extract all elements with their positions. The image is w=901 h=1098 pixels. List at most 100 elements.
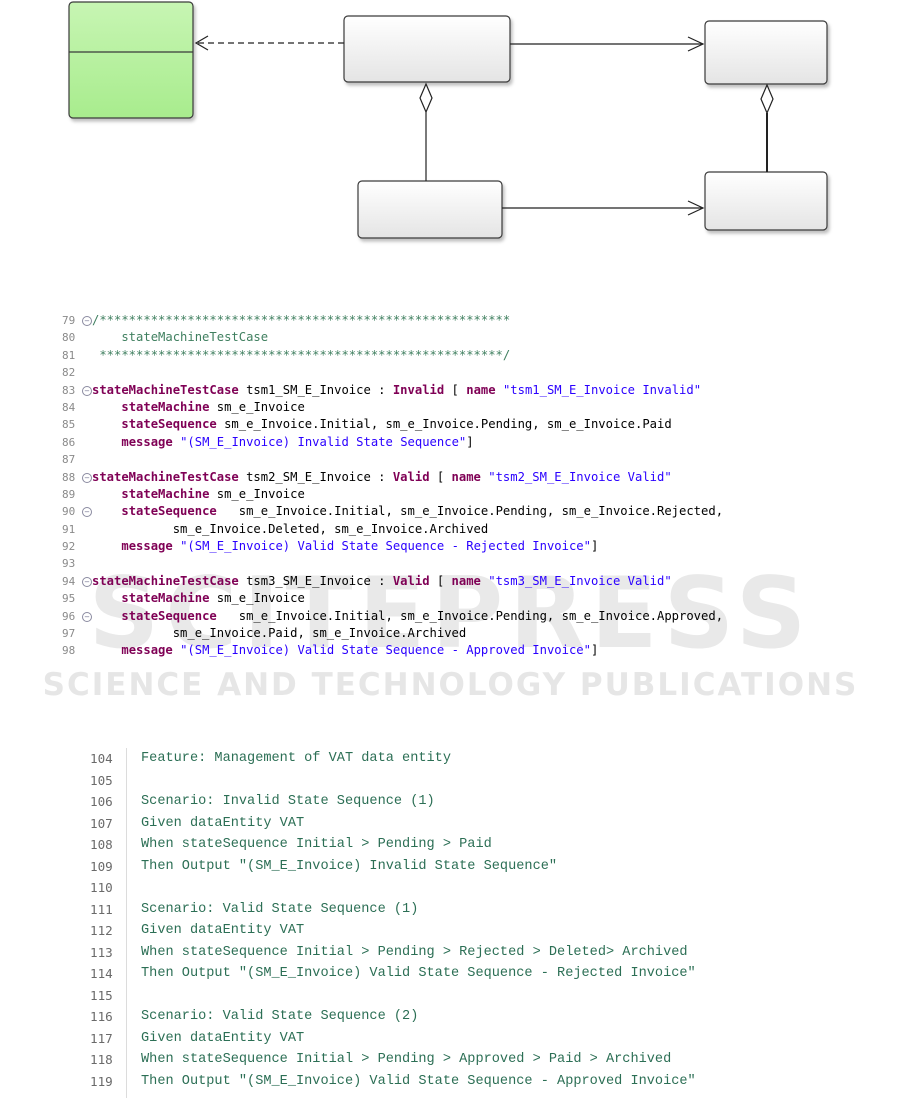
code-token [173,539,180,553]
line-number: 79 [62,314,76,327]
line-number: 114 [90,966,113,981]
line-number-separator [126,748,127,1098]
gherkin-line: 117 Given dataEntity VAT [79,1028,869,1050]
code-token: Valid [392,469,430,484]
code-token: stateMachineTestCase [92,382,239,397]
uml-class-diagram [68,1,828,239]
class-box-top-middle[interactable] [343,15,511,83]
code-token: stateMachine [121,591,210,606]
gherkin-feature-file: 104 Feature: Management of VAT data entit… [79,748,869,1098]
line-number: 88 [62,470,76,484]
code-token [92,643,121,657]
gherkin-text: Given dataEntity VAT [141,923,305,938]
fold-toggle-icon[interactable]: − [82,316,92,326]
code-text: message "(SM_E_Invoice) Valid State Sequ… [92,642,598,659]
code-line: 82 [62,364,892,381]
fold-toggle-icon[interactable]: − [82,611,92,622]
code-line: 89 stateMachine sm_e_Invoice [62,486,892,503]
gherkin-text: When stateSequence Initial > Pending > P… [141,837,492,852]
code-token [92,400,121,414]
line-number: 106 [90,794,113,809]
line-number: 94 [62,574,76,588]
code-token [92,435,121,449]
code-token: [ [444,382,467,397]
class-box-bottom-middle[interactable] [357,180,503,239]
fold-toggle-icon[interactable]: − [82,507,92,518]
gherkin-line: 119 Then Output "(SM_E_Invoice) Valid Sta… [79,1071,869,1093]
code-token: sm_e_Invoice.Initial, sm_e_Invoice.Pendi… [216,608,724,623]
code-line: 80 stateMachineTestCase [62,329,892,346]
code-token: tsm2_SM_E_Invoice : [238,469,393,484]
gherkin-text: Scenario: Valid State Sequence (2) [141,1009,419,1024]
line-number: 96 [62,609,76,623]
code-line: 96− stateSequence sm_e_Invoice.Initial, … [62,608,892,625]
gherkin-line: 105 [79,770,869,792]
code-text: /***************************************… [92,312,510,329]
line-number: 83 [62,383,76,397]
code-token: name [451,573,481,588]
gherkin-text: Given dataEntity VAT [141,1030,305,1046]
line-number: 97 [62,627,76,641]
code-token [92,487,121,501]
code-text: stateMachineTestCase tsm2_SM_E_Invoice :… [92,469,672,486]
code-token: sm_e_Invoice [209,591,305,606]
code-line: 87 [62,451,892,468]
line-number: 82 [62,366,76,380]
code-text: stateMachine sm_e_Invoice [92,486,304,503]
code-line: 88−stateMachineTestCase tsm2_SM_E_Invoic… [62,469,892,486]
gherkin-text: Feature: Management of VAT data entity [141,751,451,766]
line-number: 84 [62,400,76,414]
dsl-code-editor: 79−/************************************… [62,312,892,660]
code-token: tsm1_SM_E_Invoice : [238,382,393,397]
code-token: sm_e_Invoice.Deleted, sm_e_Invoice.Archi… [92,521,489,536]
code-token: "tsm3_SM_E_Invoice Valid" [488,573,672,588]
gherkin-text: Given dataEntity VAT [141,815,305,831]
code-token: name [451,469,481,484]
code-token: stateSequence [121,417,217,432]
code-token [92,417,121,431]
line-number: 104 [90,751,113,766]
aggregation-diamond [760,83,774,115]
fold-toggle-icon[interactable]: − [82,576,92,587]
code-token: ] [590,643,599,658]
gherkin-text: Then Output "(SM_E_Invoice) Valid State … [141,1073,696,1089]
code-token: tsm3_SM_E_Invoice : [238,573,393,588]
code-line: 85 stateSequence sm_e_Invoice.Initial, s… [62,416,892,433]
code-text: stateSequence sm_e_Invoice.Initial, sm_e… [92,503,723,520]
code-token: ****************************************… [92,347,511,362]
code-text: ****************************************… [92,347,510,364]
class-box-bottom-right[interactable] [704,171,828,231]
class-box-top-right[interactable] [704,20,828,85]
fold-toggle-icon[interactable]: − [82,472,92,483]
aggregation-link-right [760,83,774,172]
line-number: 98 [62,644,76,658]
code-token: stateSequence [121,608,217,623]
code-token: Invalid [392,382,445,397]
fold-toggle-icon[interactable]: − [82,385,92,396]
code-token: [ [429,573,452,588]
line-number: 117 [90,1030,113,1046]
code-line: 79−/************************************… [62,312,892,329]
code-line: 95 stateMachine sm_e_Invoice [62,590,892,607]
dependency-arrow [194,35,344,51]
code-text: sm_e_Invoice.Deleted, sm_e_Invoice.Archi… [92,521,489,538]
code-token: message [121,643,173,658]
line-number: 92 [62,540,76,554]
green-class-box[interactable] [68,1,194,119]
code-token: [ [429,469,452,484]
code-line: 84 stateMachine sm_e_Invoice [62,399,892,416]
aggregation-diamond [419,82,433,114]
code-token: stateMachineTestCase [92,330,269,345]
line-number: 119 [90,1073,113,1089]
association-arrow-bottom [502,200,705,216]
code-token: ] [466,434,474,449]
code-token: message [121,434,173,449]
code-text: sm_e_Invoice.Paid, sm_e_Invoice.Archived [92,625,467,642]
gherkin-line: 104 Feature: Management of VAT data entit… [79,748,869,770]
gherkin-text: Then Output "(SM_E_Invoice) Valid State … [141,966,696,981]
line-number: 90 [62,505,76,519]
